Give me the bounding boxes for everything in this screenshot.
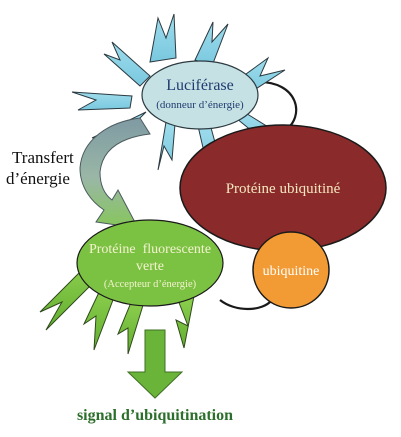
ubiquitin-label: ubiquitine	[263, 264, 320, 279]
fluorescent-protein-role: (Accepteur d’énergie)	[104, 279, 197, 290]
output-label: signal d’ubiquitination	[77, 407, 233, 424]
luciferase-role: (donneur d’énergie)	[156, 99, 244, 111]
ubiquitin-node	[252, 231, 330, 309]
luciferase-node	[141, 60, 259, 130]
burst-spike	[103, 41, 151, 87]
energy-transfer-arrow	[79, 117, 151, 229]
fluorescence-burst	[39, 261, 195, 355]
burst-spike	[149, 13, 177, 63]
transfer-label-line1: Transfert	[12, 148, 74, 167]
burst-spike	[157, 121, 176, 171]
luciferase-name: Luciférase	[166, 77, 234, 94]
burst-spike	[71, 91, 133, 111]
fluorescent-protein-line2: verte	[136, 259, 164, 274]
burst-spike	[194, 21, 229, 67]
fluorescence-spike	[175, 295, 195, 349]
ubiquitinated-protein-label: Protéine ubiquitiné	[226, 181, 341, 197]
fluorescent-protein-line1: Protéine fluorescente	[89, 242, 211, 257]
output-arrow	[126, 329, 184, 399]
transfer-label-line2: d’énergie	[6, 169, 70, 188]
fluorescence-spike	[116, 299, 145, 355]
fluorescent-protein-node	[76, 219, 224, 307]
